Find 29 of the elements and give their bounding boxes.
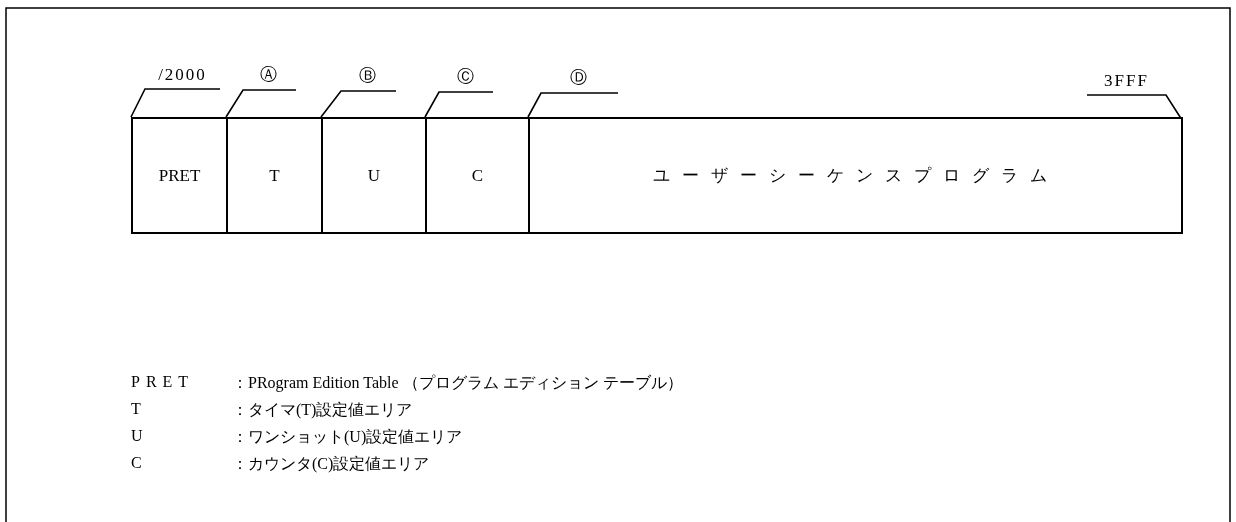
leader-line [130, 88, 221, 118]
description: ：カウンタ(C)設定値エリア [232, 454, 430, 475]
memory-block [131, 117, 228, 234]
description: ：タイマ(T)設定値エリア [232, 400, 413, 421]
abbreviation: C [131, 454, 142, 472]
address-label: /2000 [145, 58, 220, 89]
description: ：PRogram Edition Table （プログラム エディション テーブル） [232, 373, 683, 394]
abbreviation: U [131, 427, 143, 445]
description: ：ワンショット(U)設定値エリア [232, 427, 463, 448]
block-label: PRET [158, 165, 201, 186]
memory-block [226, 117, 323, 234]
address-label: Ⓑ [341, 58, 396, 91]
block-label: U [367, 165, 381, 186]
leader-line [225, 89, 297, 118]
abbreviation: T [131, 400, 141, 418]
leader-line [424, 91, 494, 118]
address-label: 3FFF [1087, 62, 1166, 95]
abbreviation: PRET [131, 373, 195, 391]
memory-block [321, 117, 427, 234]
address-label: Ⓒ [439, 58, 493, 92]
block-label: C [471, 165, 484, 186]
address-label: Ⓐ [243, 58, 296, 90]
memory-block [425, 117, 530, 234]
block-label: T [269, 165, 280, 186]
address-label: Ⓓ [541, 58, 618, 93]
leader-line [527, 92, 619, 118]
memory-block [528, 117, 1183, 234]
leader-line [320, 90, 397, 118]
block-label: ユーザーシーケンスプログラム [652, 165, 1059, 187]
